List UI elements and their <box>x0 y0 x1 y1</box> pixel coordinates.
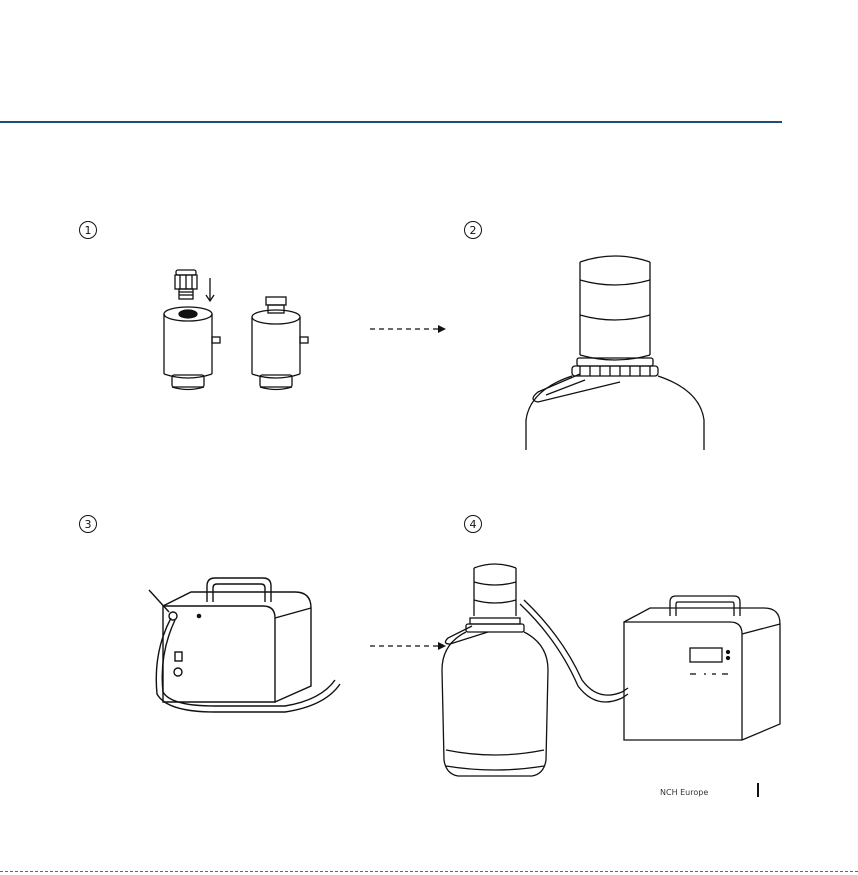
footer-divider <box>757 783 759 797</box>
page-bottom-border <box>0 871 858 872</box>
connected-system-illustration <box>438 560 788 785</box>
step-4-badge: 4 <box>464 515 482 533</box>
header-rule <box>0 121 782 123</box>
step-2-badge: 2 <box>464 221 482 239</box>
step-1-badge: 1 <box>79 221 97 239</box>
device-with-hose-illustration <box>135 572 355 747</box>
bottle-with-adapter-illustration <box>520 250 720 450</box>
next-step-arrow <box>370 322 450 336</box>
footer-brand: NCH Europe <box>660 788 708 797</box>
step-3-badge: 3 <box>79 515 97 533</box>
adapter-fitting-illustration <box>150 262 330 397</box>
